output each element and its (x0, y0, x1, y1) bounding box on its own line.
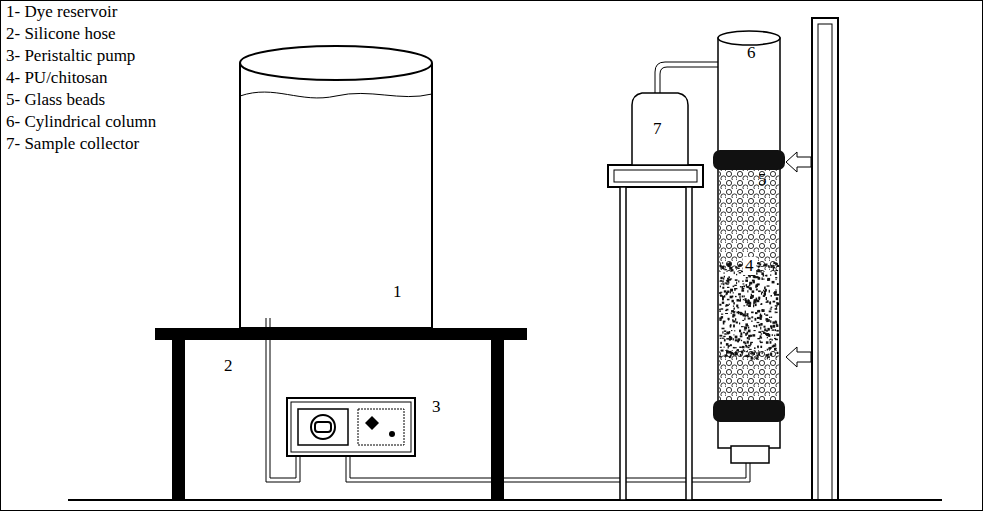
legend-entry: 2- Silicone hose (6, 24, 116, 44)
sample-collector (632, 62, 718, 165)
callout-number: 3 (430, 398, 443, 416)
column-clamp (713, 150, 785, 170)
peristaltic-pump (287, 398, 415, 456)
pu-chitosan-bed (719, 262, 779, 360)
dye-reservoir (240, 46, 432, 328)
legend-entry: 3- Peristaltic pump (6, 46, 135, 66)
clamp-arrow (786, 152, 811, 367)
cylindrical-column (713, 31, 785, 463)
support-post (812, 18, 838, 500)
callout-number: 4 (743, 257, 756, 275)
silicone-hose (266, 318, 750, 482)
glass-beads (719, 170, 779, 402)
legend-entry: 5- Glass beads (6, 90, 105, 110)
callout-number: 5 (756, 171, 769, 189)
callout-number: 2 (222, 357, 235, 375)
legend-entry: 6- Cylindrical column (6, 112, 156, 132)
callout-number: 6 (745, 44, 758, 62)
callout-number: 1 (391, 283, 404, 301)
legend-entry: 7- Sample collector (6, 134, 139, 154)
column-inlet (731, 446, 769, 463)
callout-number: 7 (651, 120, 664, 138)
column-clamp (713, 400, 785, 422)
legend-entry: 1- Dye reservoir (6, 2, 117, 22)
legend-entry: 4- PU/chitosan (6, 68, 108, 88)
table (155, 328, 527, 500)
ground-line (68, 499, 942, 501)
collector-stand (608, 165, 703, 500)
